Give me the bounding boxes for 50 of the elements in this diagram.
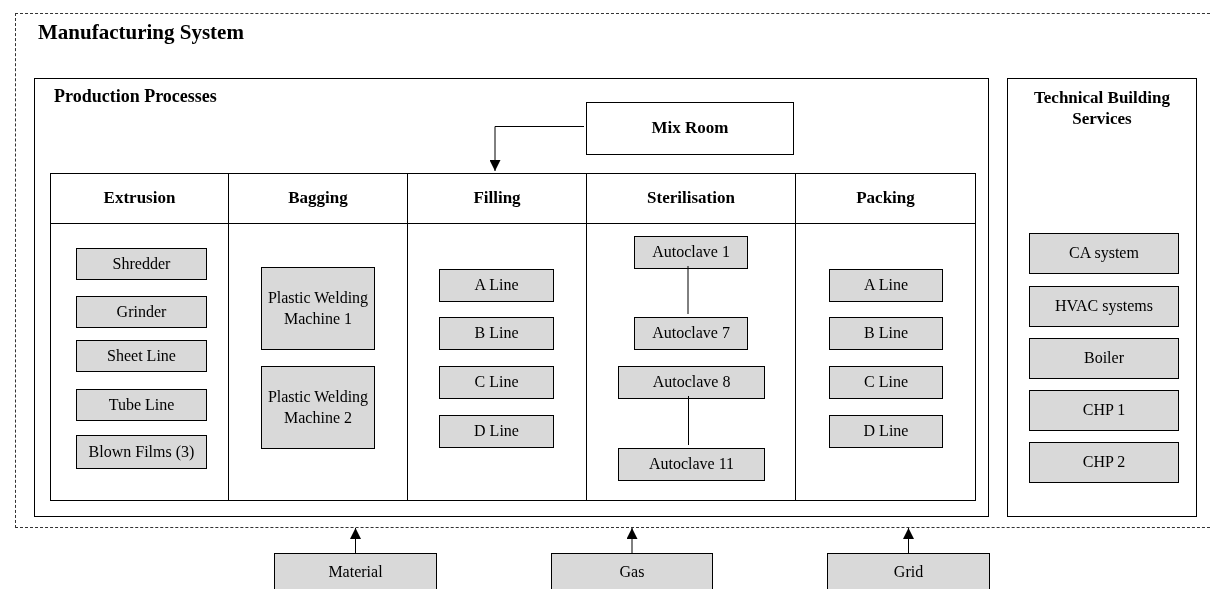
system-boundary bbox=[15, 13, 1211, 528]
process-box: C Line bbox=[439, 366, 554, 399]
column-heading: Extrusion bbox=[103, 187, 176, 210]
process-box: D Line bbox=[439, 415, 554, 448]
process-column bbox=[50, 173, 229, 501]
input-box: Grid bbox=[827, 553, 990, 589]
process-column bbox=[407, 173, 587, 501]
process-box: B Line bbox=[829, 317, 943, 350]
process-box: Autoclave 1 bbox=[634, 236, 748, 269]
process-box: Autoclave 8 bbox=[618, 366, 765, 399]
process-box: Tube Line bbox=[76, 389, 207, 421]
process-box: Autoclave 7 bbox=[634, 317, 748, 350]
process-box: CHP 2 bbox=[1029, 442, 1179, 483]
input-box: Gas bbox=[551, 553, 713, 589]
arrow bbox=[489, 126, 585, 172]
input-box: Material bbox=[274, 553, 437, 589]
group-heading: Technical Building Services bbox=[1033, 87, 1171, 130]
process-box: Grinder bbox=[76, 296, 207, 328]
connector-line bbox=[687, 265, 689, 315]
process-box: Shredder bbox=[76, 248, 207, 280]
process-box: Mix Room bbox=[586, 102, 794, 155]
process-box: Sheet Line bbox=[76, 340, 207, 372]
process-box: CA system bbox=[1029, 233, 1179, 274]
process-box: A Line bbox=[829, 269, 943, 302]
process-box: A Line bbox=[439, 269, 554, 302]
process-box: Plastic Welding Machine 2 bbox=[261, 366, 375, 449]
group-box bbox=[1007, 78, 1197, 517]
process-box: Autoclave 11 bbox=[618, 448, 765, 481]
connector-line bbox=[688, 395, 689, 446]
arrow bbox=[626, 527, 638, 554]
group-heading: Production Processes bbox=[54, 86, 217, 107]
process-box: Boiler bbox=[1029, 338, 1179, 379]
process-box: Blown Films (3) bbox=[76, 435, 207, 469]
process-column bbox=[795, 173, 976, 501]
column-heading: Packing bbox=[856, 187, 915, 210]
process-box: Plastic Welding Machine 1 bbox=[261, 267, 375, 350]
process-column bbox=[228, 173, 408, 501]
column-heading: Sterilisation bbox=[647, 187, 735, 210]
diagram-heading: Manufacturing System bbox=[38, 20, 244, 45]
process-box: D Line bbox=[829, 415, 943, 448]
group-box bbox=[34, 78, 989, 517]
arrow bbox=[350, 527, 361, 554]
process-column bbox=[586, 173, 796, 501]
process-box: CHP 1 bbox=[1029, 390, 1179, 431]
column-heading: Filling bbox=[473, 187, 521, 210]
process-box: HVAC systems bbox=[1029, 286, 1179, 327]
process-box: B Line bbox=[439, 317, 554, 350]
column-heading: Bagging bbox=[288, 187, 348, 210]
process-box: C Line bbox=[829, 366, 943, 399]
arrow bbox=[903, 527, 914, 554]
